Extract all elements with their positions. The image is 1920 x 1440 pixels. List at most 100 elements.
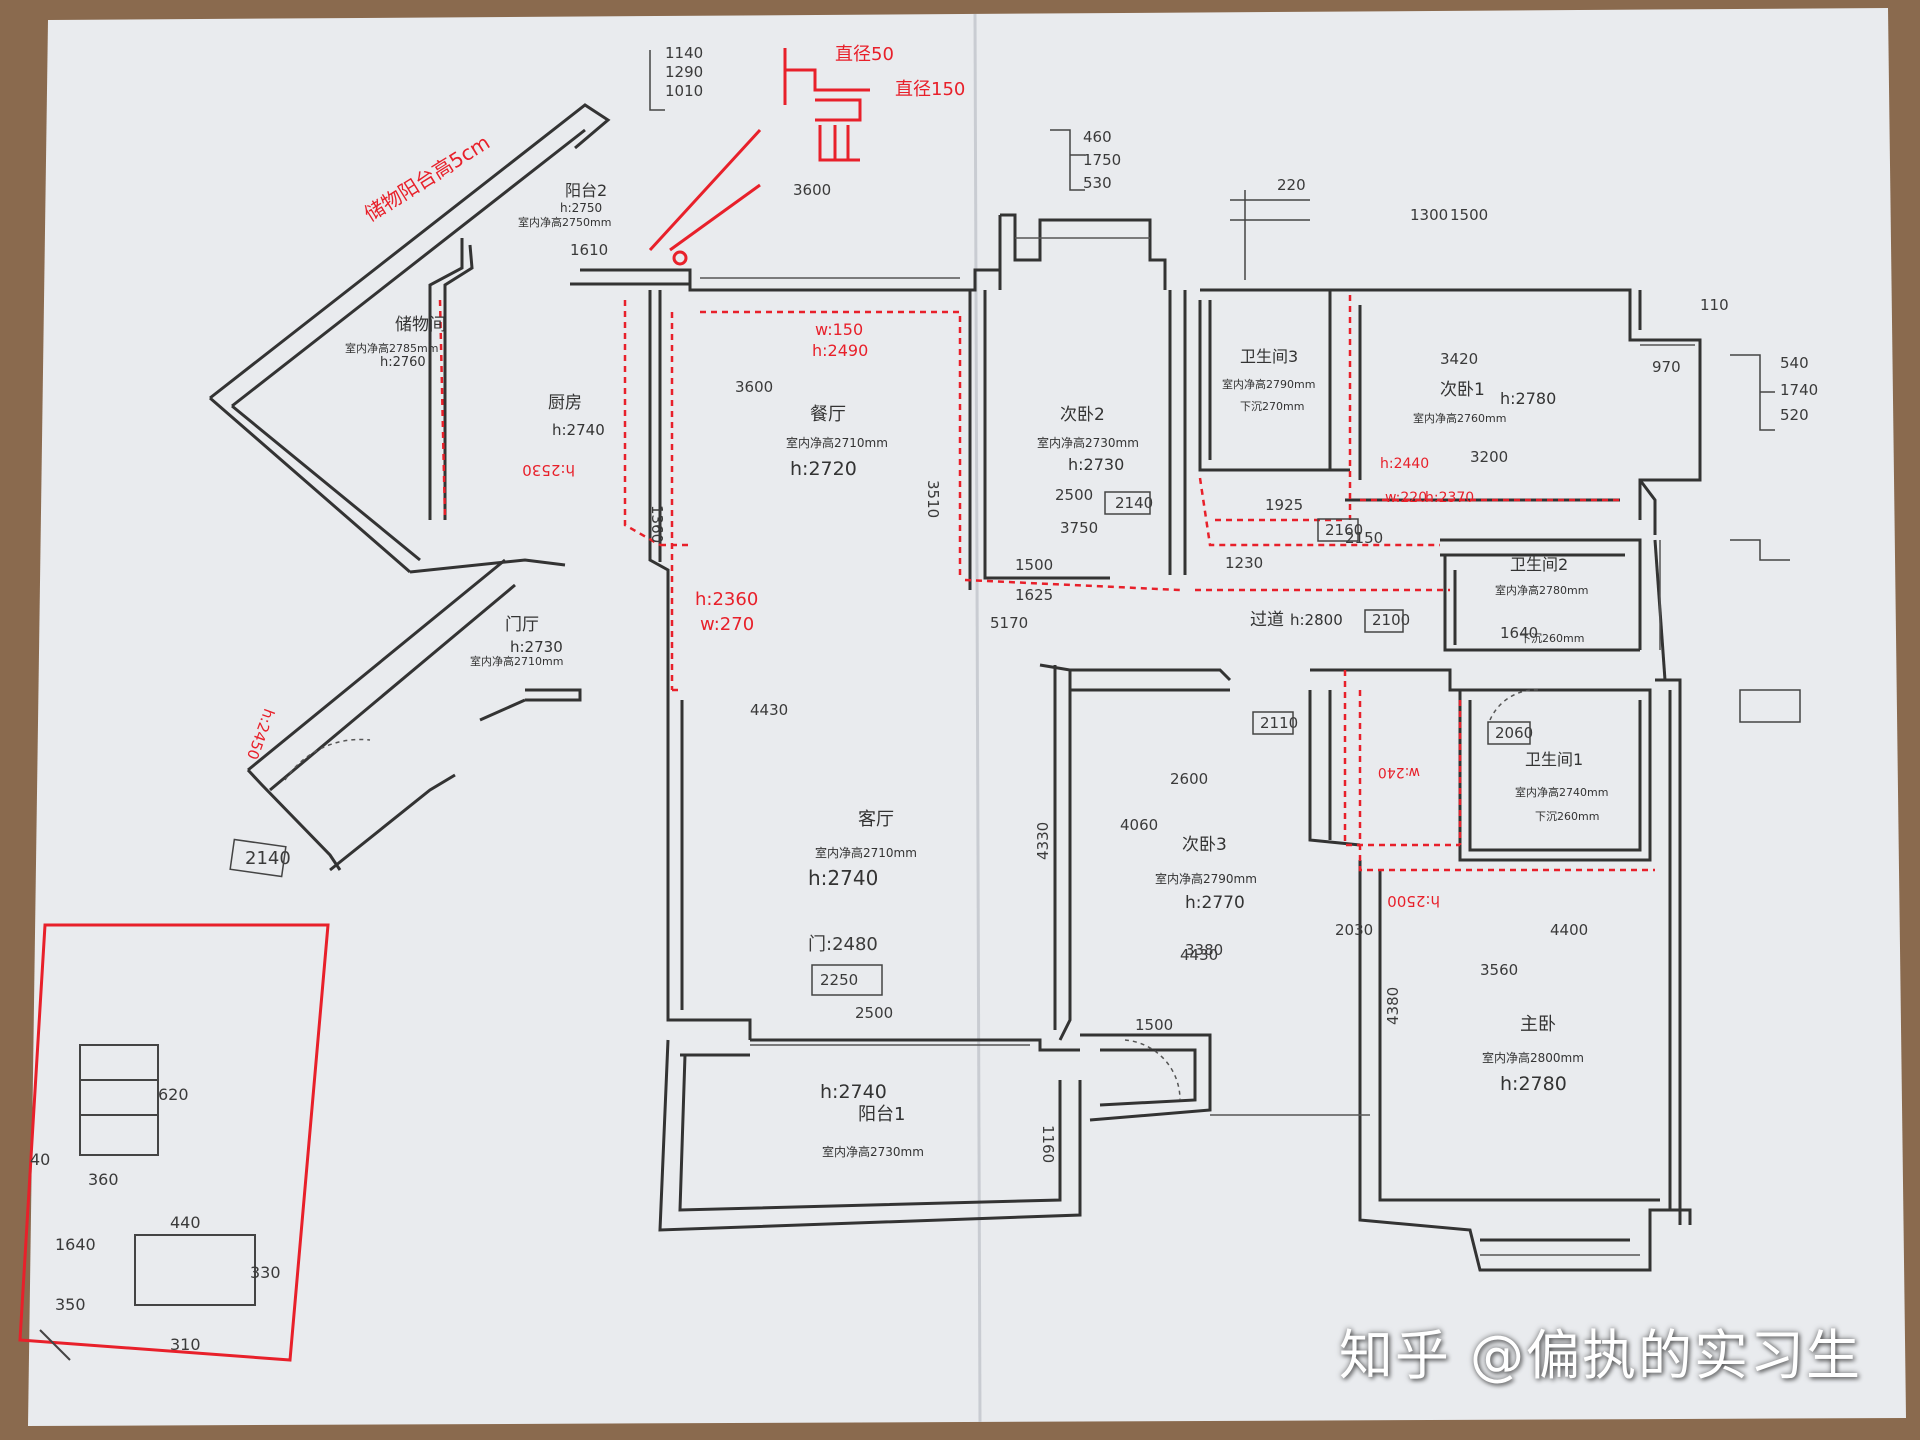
room-balcony2-height: 室内净高2750mm bbox=[518, 215, 611, 229]
dim: 1230 bbox=[1225, 554, 1263, 572]
note-master-beam: h:2500 bbox=[1387, 892, 1440, 910]
room-balcony2-name: 阳台2 bbox=[565, 181, 607, 200]
dim: 3600 bbox=[735, 378, 773, 396]
dim: 2150 bbox=[1345, 529, 1383, 547]
note-kitchen-beam: h:2530 bbox=[522, 461, 575, 479]
note-bed1-beam-h: h:2440 bbox=[1380, 456, 1429, 472]
dim: 2600 bbox=[1170, 770, 1208, 788]
dim: 4380 bbox=[1384, 987, 1402, 1025]
dim: 520 bbox=[1780, 406, 1809, 424]
dim-box: 2110 bbox=[1260, 714, 1298, 732]
dim: 1500 bbox=[1450, 206, 1488, 224]
room-bath1-height: 室内净高2740mm bbox=[1515, 785, 1608, 799]
dim-box-frame bbox=[1252, 711, 1294, 735]
dim: 460 bbox=[1083, 128, 1112, 146]
room-bath3-sink: 下沉270mm bbox=[1240, 400, 1304, 413]
dim-box: 2100 bbox=[1372, 611, 1410, 629]
room-dining-note: h:2720 bbox=[790, 458, 857, 480]
dim: 4430 bbox=[750, 701, 788, 719]
room-bath2-name: 卫生间2 bbox=[1510, 555, 1568, 574]
dim: 2030 bbox=[1335, 921, 1373, 939]
dim-box: 2140 bbox=[245, 848, 291, 869]
room-living-name: 客厅 bbox=[858, 809, 894, 830]
dimension-labels: 3600 3510 4430 2250 2500 3750 2500 3420 … bbox=[245, 44, 1818, 1163]
room-bath2-height: 室内净高2780mm bbox=[1495, 583, 1588, 597]
dim: 1740 bbox=[1780, 381, 1818, 399]
room-master-name: 主卧 bbox=[1520, 1014, 1556, 1035]
inset-dim: 360 bbox=[88, 1170, 119, 1189]
dim: 1290 bbox=[665, 63, 703, 81]
dim: 1500 bbox=[1015, 556, 1053, 574]
inset-dim: 310 bbox=[170, 1335, 201, 1354]
dim: 3750 bbox=[1060, 519, 1098, 537]
inset-dim: 40 bbox=[30, 1150, 50, 1169]
dim-box: 2140 bbox=[1115, 494, 1153, 512]
dim: 1750 bbox=[1083, 151, 1121, 169]
room-labels: 储物间 室内净高2785mm h:2760 阳台2 h:2750 室内净高275… bbox=[345, 181, 1608, 1159]
red-beam-lines bbox=[438, 295, 1655, 872]
dim: 3600 bbox=[793, 181, 831, 199]
dim: 1500 bbox=[1135, 1016, 1173, 1034]
dim: 1140 bbox=[665, 44, 703, 62]
dim: 4400 bbox=[1550, 921, 1588, 939]
room-bed3-name: 次卧3 bbox=[1182, 835, 1227, 855]
room-balcony1-note: h:2740 bbox=[820, 1081, 887, 1103]
room-bed1-note: h:2780 bbox=[1500, 389, 1556, 408]
inset-dim: 1640 bbox=[55, 1235, 96, 1254]
dim-box-frame bbox=[1104, 491, 1151, 515]
room-bath3-height: 室内净高2790mm bbox=[1222, 377, 1315, 391]
dim: 门:2480 bbox=[808, 934, 878, 955]
dim: 110 bbox=[1700, 296, 1729, 314]
room-balcony1-name: 阳台1 bbox=[858, 1104, 905, 1125]
room-bath2-sink: 下沉260mm bbox=[1520, 632, 1584, 645]
room-bed3-note: h:2770 bbox=[1185, 893, 1245, 913]
walls bbox=[209, 103, 1702, 1272]
note-pipe-b: 直径150 bbox=[895, 79, 965, 100]
room-balcony1-height: 室内净高2730mm bbox=[822, 1144, 924, 1159]
inset-frame bbox=[18, 923, 330, 1362]
dim: 1360 bbox=[648, 505, 666, 543]
room-foyer-height: 室内净高2710mm bbox=[470, 654, 563, 668]
note-bath1-w: w:240 bbox=[1378, 764, 1420, 780]
room-kitchen-name: 厨房 bbox=[548, 393, 582, 413]
dim: 3380 bbox=[1185, 941, 1223, 959]
dim: 970 bbox=[1652, 358, 1681, 376]
inset-dim: 350 bbox=[55, 1295, 86, 1314]
dim: 2500 bbox=[1055, 486, 1093, 504]
room-corridor-name: 过道 bbox=[1250, 610, 1284, 630]
dim-box-frame bbox=[1739, 689, 1801, 723]
note-bed1-beam-w: w:220 bbox=[1385, 490, 1427, 506]
paper-fold bbox=[973, 13, 982, 1423]
dim-box: 2060 bbox=[1495, 724, 1533, 742]
watermark: 知乎 @偏执的实习生 bbox=[1338, 1324, 1862, 1387]
dim: 540 bbox=[1780, 354, 1809, 372]
dim: 530 bbox=[1083, 174, 1112, 192]
room-balcony2-note: h:2750 bbox=[560, 201, 602, 215]
cabinet-top bbox=[134, 1234, 256, 1306]
dim: 4060 bbox=[1120, 816, 1158, 834]
dimension-leaders bbox=[229, 50, 1801, 996]
dim: 1625 bbox=[1015, 586, 1053, 604]
dim: 2250 bbox=[820, 971, 858, 989]
dim: 3560 bbox=[1480, 961, 1518, 979]
dim: 1610 bbox=[570, 241, 608, 259]
room-dining-name: 餐厅 bbox=[810, 404, 846, 425]
dim: 4330 bbox=[1034, 822, 1052, 860]
room-living-note: h:2740 bbox=[808, 866, 878, 890]
note-corridor-w: w:150 bbox=[815, 320, 863, 339]
dim: 1300 bbox=[1410, 206, 1448, 224]
room-bath1-sink: 下沉260mm bbox=[1535, 810, 1599, 823]
dim-box: 2160 bbox=[1325, 521, 1363, 539]
dim: 1925 bbox=[1265, 496, 1303, 514]
dim: 3510 bbox=[924, 480, 942, 518]
dim: 3200 bbox=[1470, 448, 1508, 466]
room-master-note: h:2780 bbox=[1500, 1073, 1567, 1095]
note-bath1-h: h:2370 bbox=[1425, 490, 1474, 506]
room-bed2-name: 次卧2 bbox=[1060, 405, 1105, 425]
note-dining-h: w:270 bbox=[700, 614, 754, 635]
dim: 1160 bbox=[1039, 1125, 1057, 1163]
door-swings bbox=[284, 689, 1541, 1101]
room-storage-name: 储物间 bbox=[395, 315, 446, 335]
dim: 5170 bbox=[990, 614, 1028, 632]
